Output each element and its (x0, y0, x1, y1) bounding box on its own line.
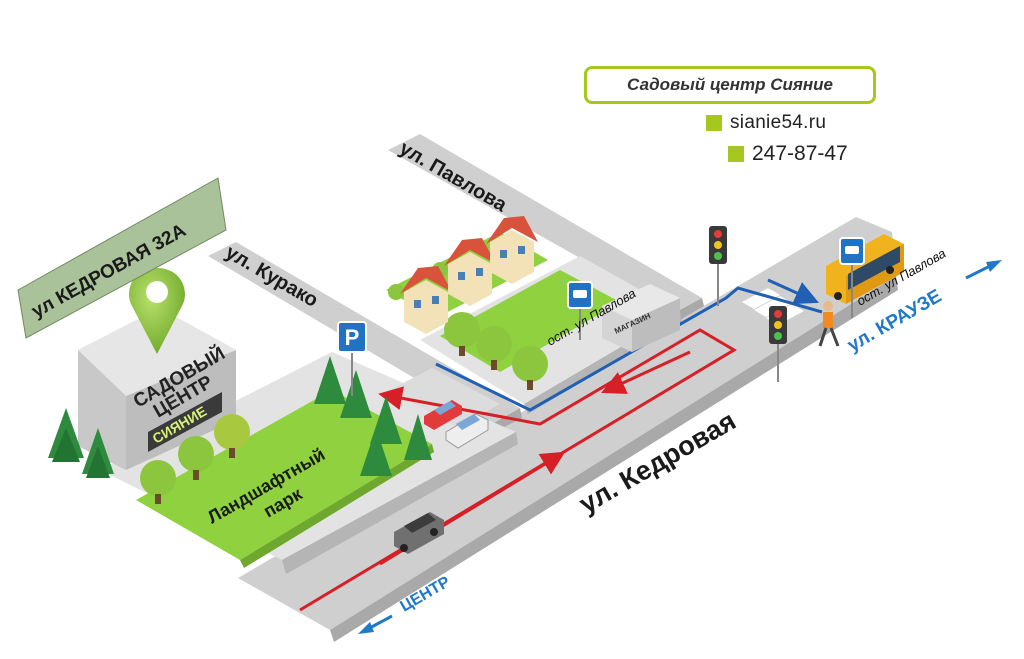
routes (299, 278, 823, 612)
road-pavlova (388, 134, 702, 312)
traffic-light-icon (709, 226, 727, 306)
parking-sign-letter: P (345, 325, 360, 350)
shop-building: МАГАЗИН (602, 284, 680, 352)
house-icon (400, 266, 452, 334)
trees (48, 262, 548, 504)
house-icon (486, 216, 538, 284)
suv-car-icon (394, 512, 444, 554)
fir-tree-icon (48, 408, 84, 462)
fir-tree-icon (340, 370, 372, 418)
bullet-square-icon (728, 146, 744, 162)
round-tree-icon (178, 436, 214, 480)
parking-sign: P (337, 321, 367, 396)
round-tree-icon (214, 414, 250, 458)
bus-stop-sign-icon (567, 281, 593, 340)
pedestrian-icon (818, 301, 840, 347)
arrow-right-icon (965, 260, 1002, 280)
phone-text[interactable]: 247-87-47 (752, 142, 848, 165)
traffic-light-icon (769, 306, 787, 382)
title-card-text: Садовый центр Сияние (626, 75, 833, 94)
location-pin-icon (129, 268, 185, 354)
arrow-left-icon (358, 614, 393, 634)
fir-tree-icon (82, 428, 114, 478)
round-tree-icon (444, 312, 480, 356)
phone-line[interactable]: 247-87-47 (728, 142, 848, 166)
park-grass (136, 390, 432, 560)
street-label-kurako: ул. Курако (222, 241, 322, 312)
title-card: Садовый центр Сияние (584, 66, 876, 104)
fir-tree-icon (370, 396, 402, 444)
garden-center-building: САДОВЫЙ ЦЕНТР СИЯНИЕ (78, 308, 236, 470)
round-tree-icon (512, 346, 548, 390)
round-tree-icon (476, 326, 512, 370)
red-car-icon (424, 400, 462, 430)
route-blue (435, 286, 823, 412)
parking-lot (390, 368, 500, 428)
road-kedrovaya (238, 217, 896, 630)
road-kedrovaya-side (330, 276, 898, 642)
road-pavlova-side (676, 298, 704, 320)
fir-tree-icon (404, 414, 432, 460)
round-tree-icon (140, 460, 176, 504)
route-red-main (299, 328, 737, 612)
houses (400, 216, 538, 334)
white-car-icon (445, 413, 489, 449)
fir-tree-icon (314, 356, 346, 404)
round-tree-icon (388, 284, 404, 300)
bus-icon (826, 234, 904, 304)
house-icon (444, 238, 496, 306)
address-sign: ул КЕДРОВАЯ 32А (17, 177, 227, 339)
bullet-square-icon (706, 115, 722, 131)
website-line[interactable]: sianie54.ru (706, 112, 826, 134)
fir-tree-icon (360, 428, 392, 476)
bus-stop-sign-icon (839, 237, 865, 318)
website-text[interactable]: sianie54.ru (730, 112, 827, 133)
